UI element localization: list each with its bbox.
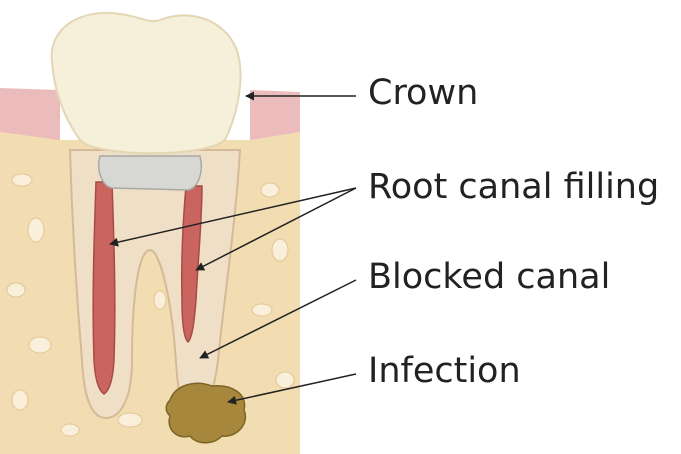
blocked-canal-arrow bbox=[199, 279, 357, 359]
root-canal-filling-label: Root canal filling bbox=[368, 167, 660, 207]
infection-arrow bbox=[227, 373, 357, 405]
infection bbox=[165, 382, 247, 444]
root-canal-filling-arrow-right bbox=[195, 187, 357, 271]
bone-texture bbox=[6, 173, 295, 437]
crown-label: Crown bbox=[368, 73, 479, 113]
root-canal-filling-arrow-left bbox=[109, 187, 357, 247]
canal-cap bbox=[98, 155, 202, 191]
root-canal-filling-right bbox=[180, 185, 203, 344]
root-canal-filling-left bbox=[92, 181, 116, 395]
tooth-crown bbox=[50, 11, 242, 155]
blocked-canal-label: Blocked canal bbox=[368, 257, 611, 297]
infection-label: Infection bbox=[368, 351, 521, 391]
